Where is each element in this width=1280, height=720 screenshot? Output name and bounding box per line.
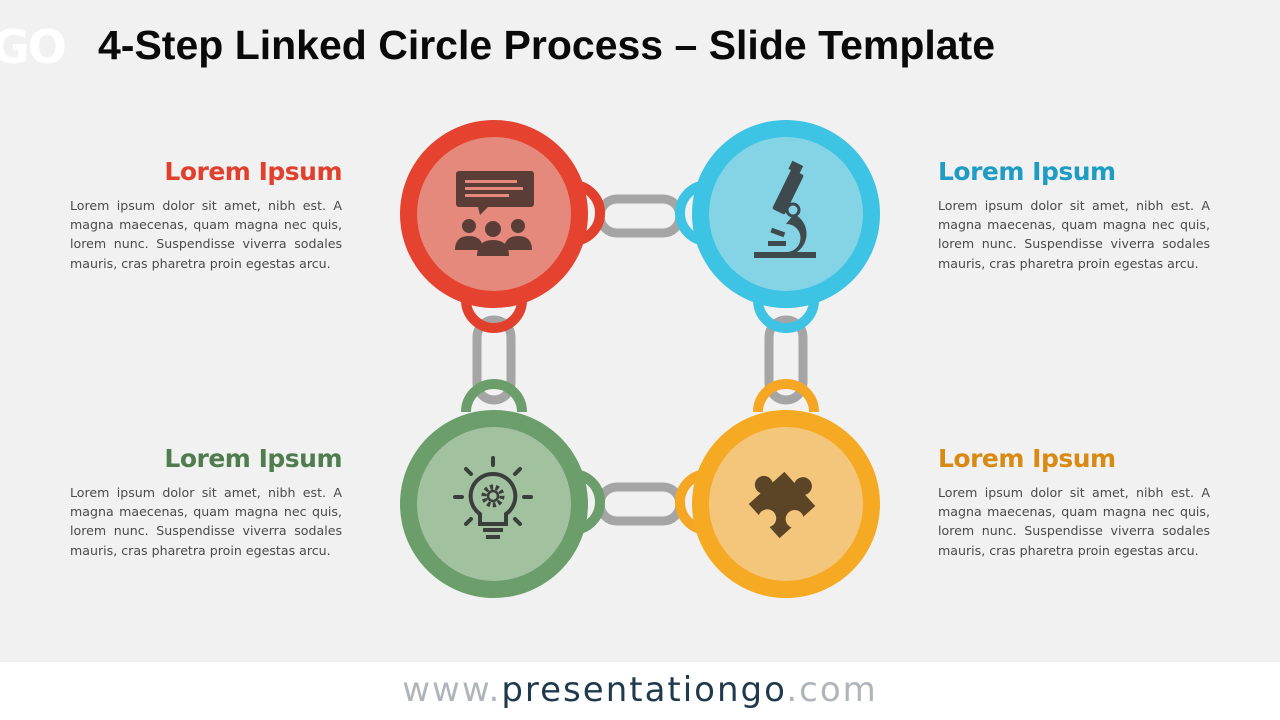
step-1-text: Lorem ipsum dolor sit amet, nibh est. A … — [70, 198, 342, 271]
step-1-heading: Lorem Ipsum — [164, 157, 342, 186]
step-2-text: Lorem ipsum dolor sit amet, nibh est. A … — [938, 198, 1210, 271]
step-3-heading: Lorem Ipsum — [164, 444, 342, 473]
step-4-block: Lorem Ipsum Lorem ipsum dolor sit amet, … — [938, 444, 1210, 560]
chain-link-left — [472, 315, 516, 405]
chain-link-top — [595, 194, 685, 238]
orange-loop-top — [753, 379, 819, 413]
step-3-text: Lorem ipsum dolor sit amet, nibh est. A … — [70, 485, 342, 558]
footer-prefix: www. — [402, 670, 502, 710]
green-loop-top — [461, 379, 527, 413]
footer-suffix: .com — [786, 670, 878, 710]
step-1-circle — [400, 120, 588, 308]
page-title: 4-Step Linked Circle Process – Slide Tem… — [98, 22, 996, 68]
meeting-icon — [455, 171, 534, 256]
logo-fragment: GO — [0, 20, 67, 74]
microscope-icon — [754, 160, 816, 258]
blue-loop-bottom — [753, 299, 819, 333]
lightbulb-gear-icon — [453, 456, 533, 539]
step-1-block: Lorem Ipsum Lorem ipsum dolor sit amet, … — [70, 157, 343, 273]
step-4-text: Lorem ipsum dolor sit amet, nibh est. A … — [938, 485, 1210, 558]
puzzle-piece-icon — [748, 471, 816, 539]
step-2-block: Lorem Ipsum Lorem ipsum dolor sit amet, … — [938, 157, 1210, 273]
step-2-circle — [692, 120, 880, 308]
step-3-block: Lorem Ipsum Lorem ipsum dolor sit amet, … — [70, 444, 343, 560]
step-4-heading: Lorem Ipsum — [938, 444, 1116, 473]
linked-circle-diagram — [400, 120, 880, 598]
footer-domain: presentationgo — [501, 670, 787, 710]
chain-link-right — [764, 315, 808, 405]
red-loop-bottom — [461, 299, 527, 333]
footer: www.presentationgo.com — [0, 662, 1280, 720]
step-2-heading: Lorem Ipsum — [938, 157, 1116, 186]
chain-link-bottom — [595, 482, 685, 526]
